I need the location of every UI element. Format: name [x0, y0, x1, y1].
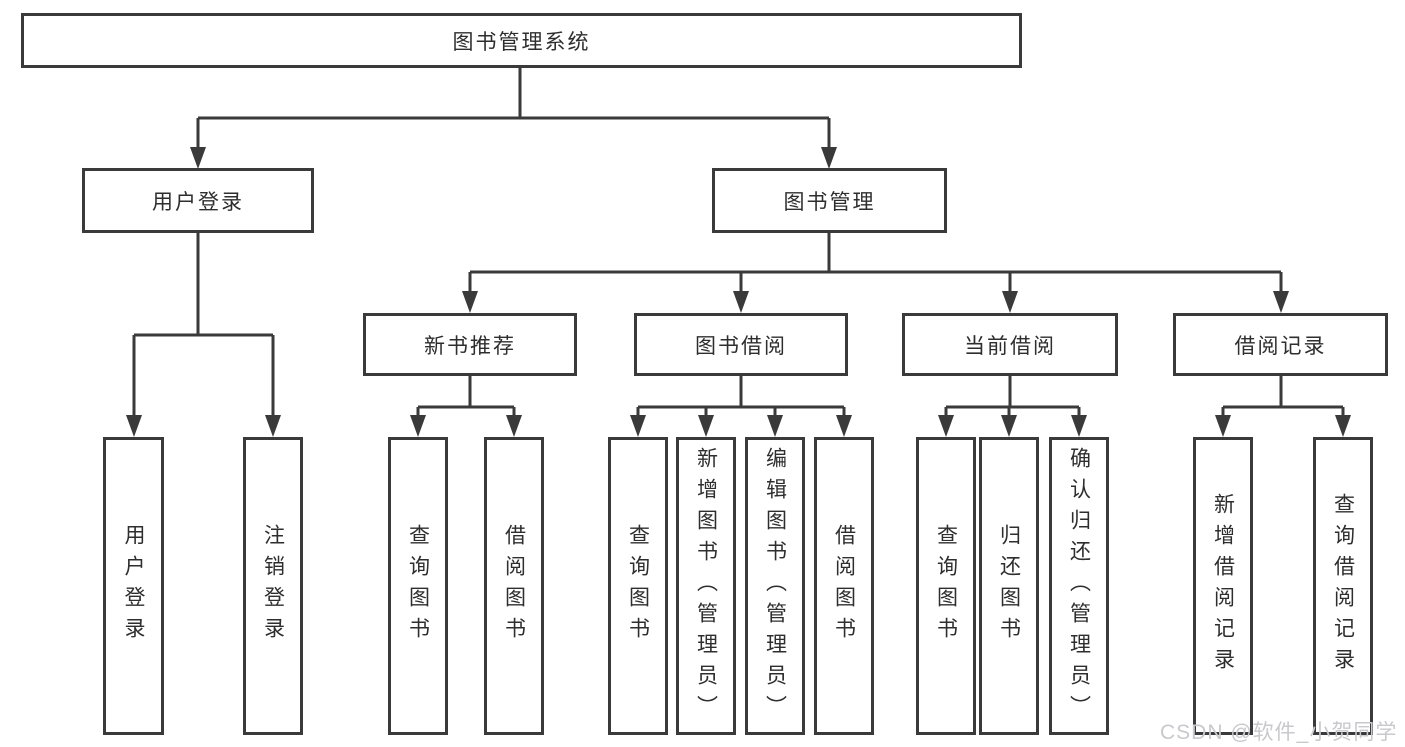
leaf-return-books: 归还图书 — [979, 437, 1039, 735]
leaf-query-books-borrowing: 查询图书 — [608, 437, 668, 735]
leaf-return-books-label: 归还图书 — [997, 524, 1021, 648]
leaf-confirm-return-admin-label: 确认归还（管理员） — [1067, 446, 1091, 726]
leaf-query-borrow-record: 查询借阅记录 — [1313, 437, 1373, 735]
csdn-watermark: CSDN @软件_小贺同学 — [1160, 721, 1398, 744]
node-book-management-label: 图书管理 — [783, 190, 876, 214]
node-user-login-label: 用户登录 — [152, 190, 244, 214]
leaf-query-borrow-record-label: 查询借阅记录 — [1331, 493, 1355, 679]
leaf-query-books-current: 查询图书 — [916, 437, 976, 735]
node-library-management-system: 图书管理系统 — [21, 13, 1022, 68]
connector-book-management-to-level3 — [462, 233, 1289, 313]
leaf-user-login-label: 用户登录 — [122, 524, 145, 648]
connector-root-to-level2 — [190, 68, 837, 169]
leaf-logout: 注销登录 — [243, 437, 303, 735]
node-library-management-system-label: 图书管理系统 — [452, 30, 591, 54]
leaf-edit-book-admin: 编辑图书（管理员） — [745, 437, 805, 735]
leaf-add-book-admin: 新增图书（管理员） — [676, 437, 736, 735]
leaf-user-login: 用户登录 — [103, 437, 164, 735]
leaf-add-book-admin-label: 新增图书（管理员） — [694, 446, 718, 726]
node-user-login: 用户登录 — [82, 168, 314, 233]
node-current-borrowing-label: 当前借阅 — [964, 334, 1056, 358]
node-book-management: 图书管理 — [712, 168, 947, 233]
node-borrowing-records-label: 借阅记录 — [1234, 334, 1327, 358]
leaf-add-borrow-record: 新增借阅记录 — [1193, 437, 1253, 735]
leaf-edit-book-admin-label: 编辑图书（管理员） — [763, 446, 787, 726]
connector-new-book-recommendation-to-leaves — [410, 376, 522, 437]
leaf-borrow-books-recommend-label: 借阅图书 — [502, 524, 526, 648]
node-book-borrowing-label: 图书借阅 — [695, 334, 787, 358]
connector-book-borrowing-to-leaves — [630, 376, 852, 437]
leaf-borrow-books-recommend: 借阅图书 — [484, 437, 544, 735]
node-book-borrowing: 图书借阅 — [634, 313, 848, 376]
leaf-borrow-books-label: 借阅图书 — [832, 524, 856, 648]
node-new-book-recommendation-label: 新书推荐 — [424, 334, 516, 358]
leaf-query-books-recommend: 查询图书 — [388, 437, 448, 735]
leaf-confirm-return-admin: 确认归还（管理员） — [1049, 437, 1109, 735]
leaf-borrow-books: 借阅图书 — [814, 437, 874, 735]
node-borrowing-records: 借阅记录 — [1173, 313, 1388, 376]
leaf-query-books-current-label: 查询图书 — [934, 524, 958, 648]
leaf-logout-label: 注销登录 — [261, 524, 285, 648]
leaf-query-books-recommend-label: 查询图书 — [406, 524, 430, 648]
node-current-borrowing: 当前借阅 — [902, 313, 1118, 376]
leaf-add-borrow-record-label: 新增借阅记录 — [1211, 493, 1235, 679]
connector-current-borrowing-to-leaves — [938, 376, 1087, 437]
leaf-query-books-borrowing-label: 查询图书 — [626, 524, 650, 648]
node-new-book-recommendation: 新书推荐 — [363, 313, 577, 376]
connector-user-login-to-leaves — [126, 233, 281, 437]
connector-borrowing-records-to-leaves — [1215, 376, 1351, 437]
